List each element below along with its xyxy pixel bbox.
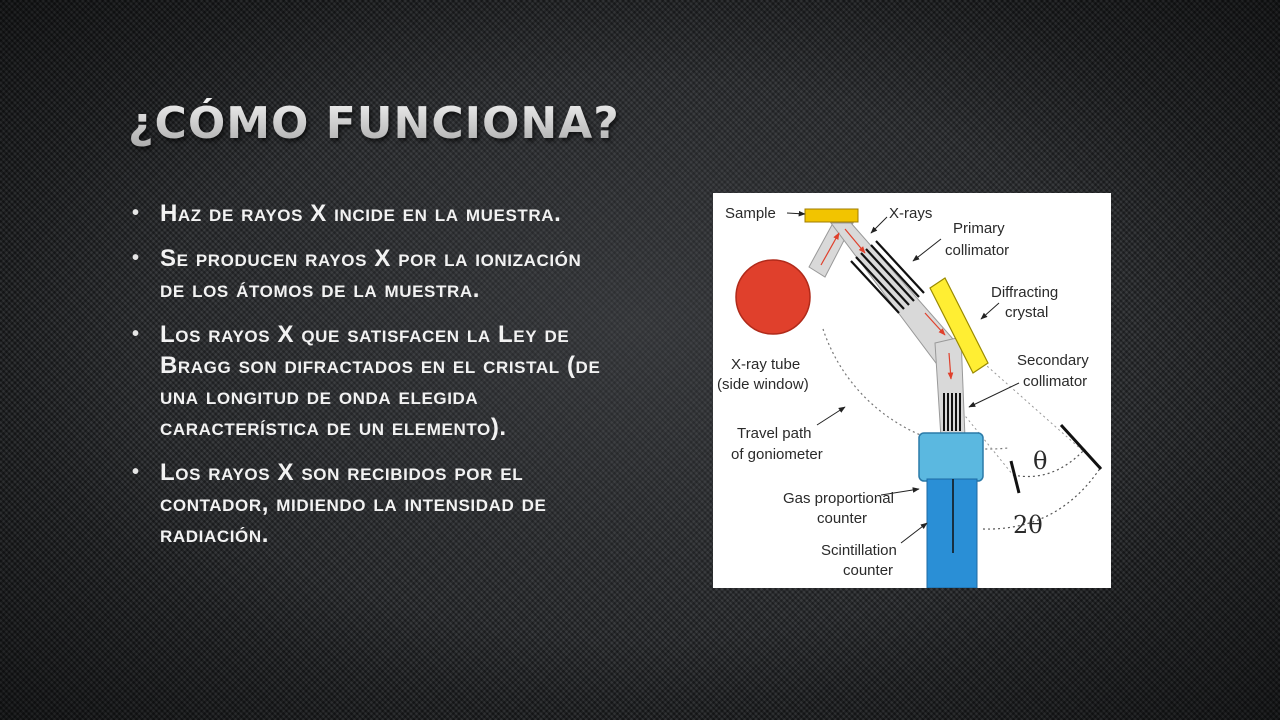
x-ray-beam-arrow <box>924 312 946 336</box>
xrf-spectrometer-diagram: Sample X-rays Primary collimator Diffrac… <box>713 193 1111 588</box>
label-primary-line2: collimator <box>945 242 1009 259</box>
label-travel-line2: of goniometer <box>731 446 823 463</box>
label-travel-line1: Travel path <box>737 425 811 442</box>
bullet-item: • Haz de rayos X incide en la muestra. <box>132 198 612 229</box>
label-xrays: X-rays <box>889 205 932 222</box>
bullet-dot-icon: • <box>132 323 140 345</box>
label-two-theta: 2θ <box>1013 511 1043 539</box>
label-scint-line2: counter <box>843 562 893 579</box>
theta-angle-arc <box>1012 448 1086 478</box>
bullet-dot-icon: • <box>132 247 140 269</box>
label-gas-line1: Gas proportional <box>783 490 894 507</box>
label-sample: Sample <box>725 205 776 222</box>
gas-counter-pointer-arrow <box>880 487 920 496</box>
diffracting-crystal <box>929 277 989 374</box>
sample-pointer-arrow <box>786 210 806 217</box>
label-secondary-line1: Secondary <box>1017 352 1089 369</box>
x-ray-beam-arrow <box>820 232 840 266</box>
travel-path-pointer-arrow <box>816 406 846 426</box>
x-ray-beam-arrow <box>844 228 866 254</box>
crystal-pointer-arrow <box>980 302 1000 320</box>
sample-holder <box>804 208 859 223</box>
secondary-collimator-pointer-arrow <box>968 382 1020 408</box>
label-tube-line1: X-ray tube <box>731 356 800 373</box>
label-theta: θ <box>1033 447 1047 475</box>
label-tube-line2: (side window) <box>717 376 809 393</box>
bullet-text: Los rayos X que satisfacen la Ley de Bra… <box>160 321 601 441</box>
primary-collimator <box>850 240 925 314</box>
gas-proportional-counter <box>918 432 984 482</box>
label-scint-line1: Scintillation <box>821 542 897 559</box>
bullet-text: Se producen rayos X por la ionización de… <box>160 245 582 303</box>
x-ray-beam-arrow <box>947 352 954 380</box>
label-diffracting-line2: crystal <box>1005 304 1048 321</box>
bullet-dot-icon: • <box>132 202 140 224</box>
x-ray-tube <box>735 259 811 335</box>
secondary-collimator <box>943 393 961 431</box>
xrays-pointer-arrow <box>870 216 888 234</box>
scint-counter-pointer-arrow <box>900 522 928 544</box>
slide-title: ¿Cómo funciona? <box>128 98 620 149</box>
bullet-text: Haz de rayos X incide en la muestra. <box>160 200 562 227</box>
bullet-item: • Los rayos X son recibidos por el contad… <box>132 457 612 550</box>
two-theta-angle-arc <box>982 466 1102 530</box>
label-secondary-line2: collimator <box>1023 373 1087 390</box>
two-theta-tick <box>1009 460 1021 494</box>
bullet-dot-icon: • <box>132 461 140 483</box>
label-gas-line2: counter <box>817 510 867 527</box>
bullet-item: • Los rayos X que satisfacen la Ley de Br… <box>132 319 612 443</box>
label-diffracting-line1: Diffracting <box>991 284 1058 301</box>
label-primary-line1: Primary <box>953 220 1005 237</box>
bullet-list: • Haz de rayos X incide en la muestra. • S… <box>132 198 612 564</box>
bullet-text: Los rayos X son recibidos por el contado… <box>160 459 547 548</box>
theta-tick <box>1059 423 1103 471</box>
scintillation-counter <box>926 478 978 588</box>
bullet-item: • Se producen rayos X por la ionización d… <box>132 243 612 305</box>
primary-collimator-pointer-arrow <box>912 238 942 262</box>
